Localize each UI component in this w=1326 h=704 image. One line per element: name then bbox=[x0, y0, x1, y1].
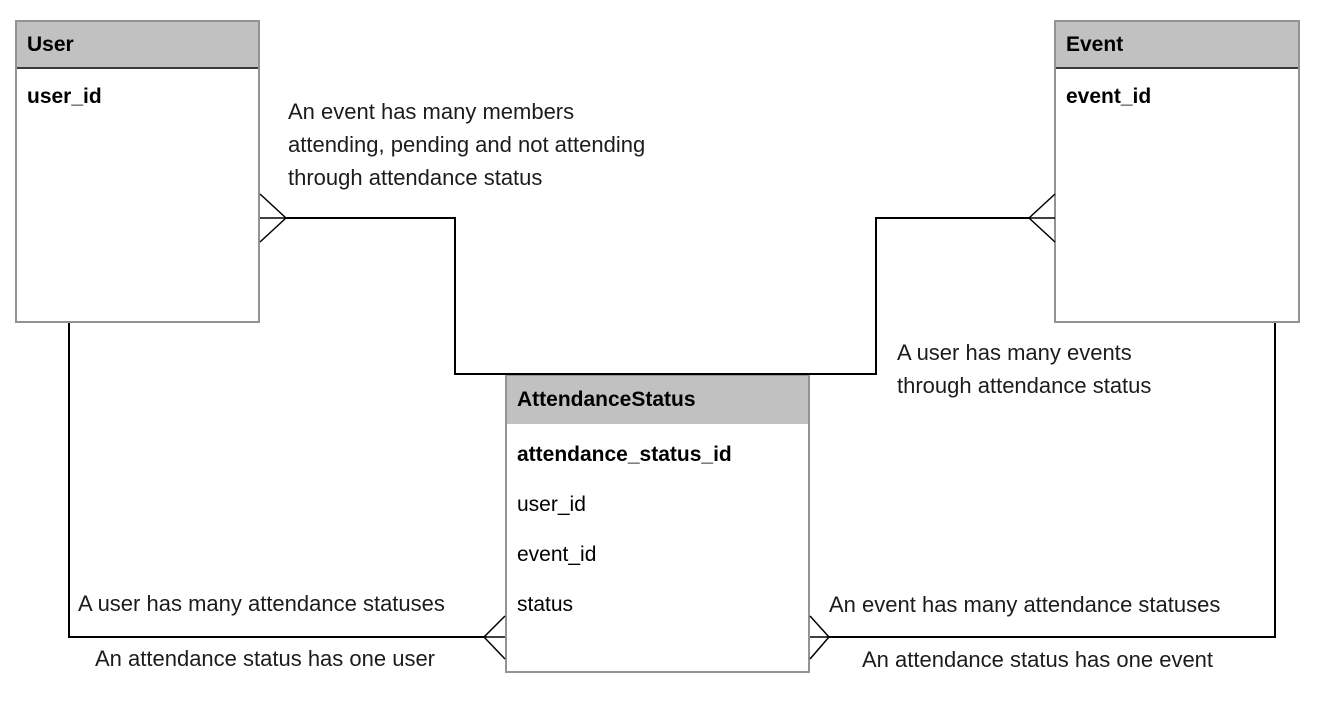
note-attendance-status-has-one-user: An attendance status has one user bbox=[95, 646, 436, 671]
field-status: status bbox=[517, 593, 574, 616]
entity-attendance-status-title: AttendanceStatus bbox=[507, 376, 808, 424]
field-user-id: user_id bbox=[517, 493, 586, 516]
entity-event: Event event_id bbox=[1054, 20, 1300, 323]
entity-attendance-status-fields: attendance_status_id user_id event_id st… bbox=[507, 424, 808, 630]
field-event-id: event_id bbox=[1066, 85, 1152, 108]
entity-user-title: User bbox=[17, 22, 258, 69]
entity-event-fields: event_id bbox=[1056, 69, 1298, 122]
note-user-has-many-attendance-statuses: A user has many attendance statuses bbox=[78, 591, 445, 616]
crows-foot-attendance-left-many-icon bbox=[483, 615, 506, 660]
note-event-has-many-attendance-statuses: An event has many attendance statuses bbox=[829, 592, 1221, 617]
field-event-id: event_id bbox=[517, 543, 597, 566]
entity-attendance-status: AttendanceStatus attendance_status_id us… bbox=[505, 374, 810, 673]
crows-foot-event-many-icon bbox=[1028, 193, 1056, 243]
entity-user: User user_id bbox=[15, 20, 260, 323]
entity-user-fields: user_id bbox=[17, 69, 258, 122]
entity-event-title: Event bbox=[1056, 22, 1298, 69]
field-user-id: user_id bbox=[27, 85, 102, 108]
crows-foot-user-many-icon bbox=[259, 193, 287, 243]
note-attendance-status-has-one-event: An attendance status has one event bbox=[862, 647, 1214, 672]
note-event-has-many-members: An event has many members attending, pen… bbox=[288, 99, 646, 190]
field-attendance-status-id: attendance_status_id bbox=[517, 443, 732, 466]
crows-foot-attendance-right-many-icon bbox=[809, 615, 830, 660]
note-user-has-many-events: A user has many events through attendanc… bbox=[897, 340, 1152, 398]
